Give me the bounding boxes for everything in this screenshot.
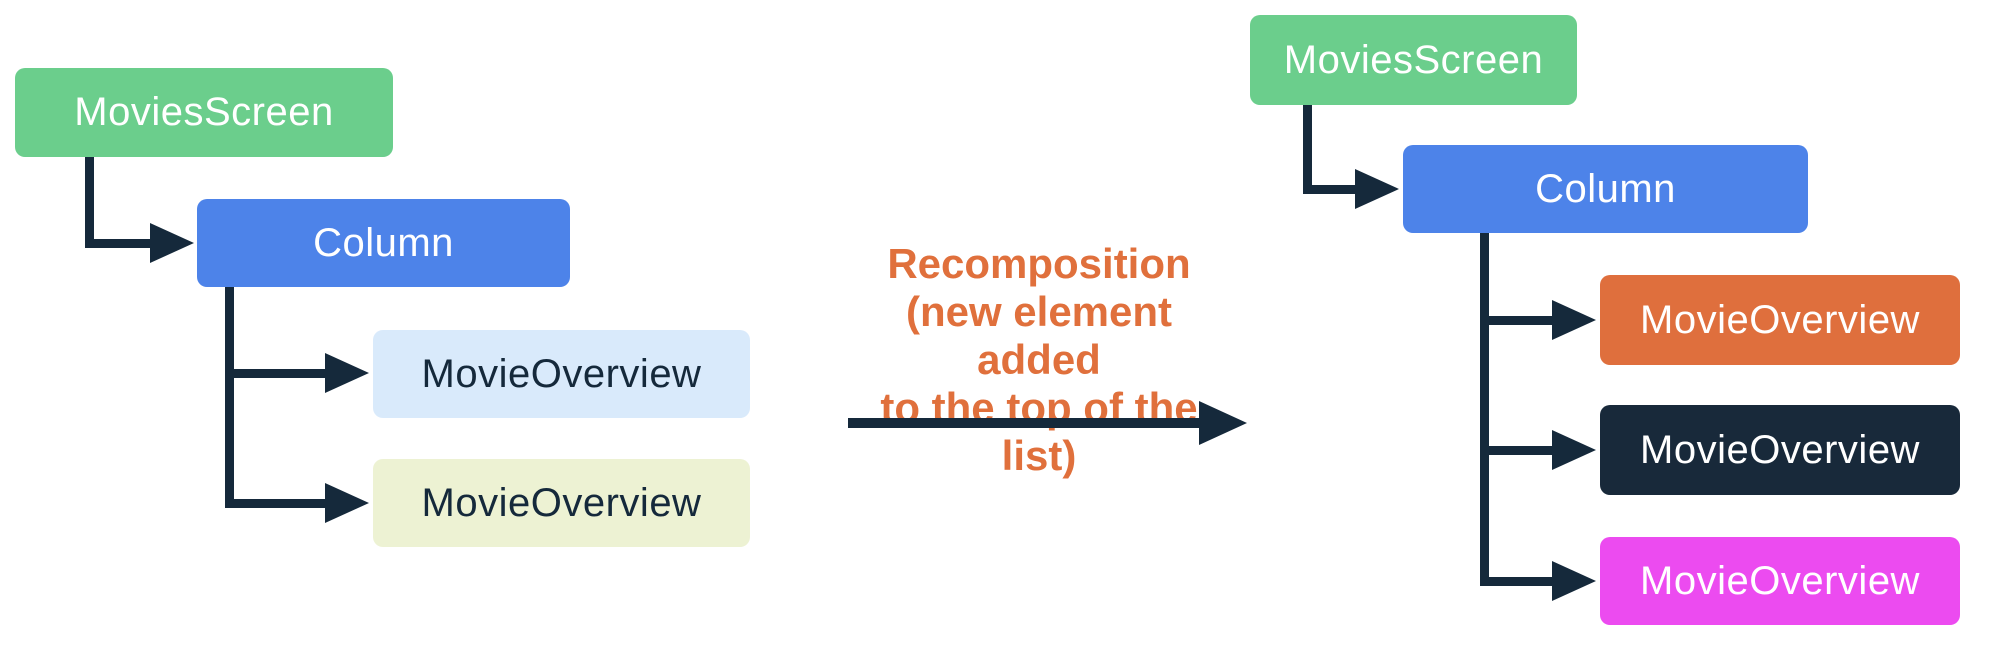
- left-connector-branch2-arrowhead: [325, 483, 369, 523]
- left-connector-trunk: [225, 287, 234, 507]
- right-node-movieoverview-3: MovieOverview: [1600, 537, 1960, 625]
- right-connector-branch3: [1480, 577, 1552, 586]
- right-connector-root-vertical: [1303, 105, 1312, 193]
- left-node-moviesscreen: MoviesScreen: [15, 68, 393, 157]
- right-node-moviesscreen: MoviesScreen: [1250, 15, 1577, 105]
- left-connector-branch2: [225, 499, 325, 508]
- recomposition-arrow: [848, 418, 1204, 428]
- recomposition-arrow-head: [1199, 401, 1247, 445]
- left-connector-branch1-arrowhead: [325, 353, 369, 393]
- right-node-column: Column: [1403, 145, 1808, 233]
- right-node-movieoverview-new: MovieOverview: [1600, 275, 1960, 365]
- right-connector-branch3-arrowhead: [1552, 561, 1596, 601]
- caption-line-2: (new element added: [905, 288, 1173, 383]
- left-connector-root-arrowhead: [150, 223, 194, 263]
- left-node-column: Column: [197, 199, 570, 287]
- left-connector-root-vertical: [85, 157, 94, 247]
- left-node-movieoverview-2: MovieOverview: [373, 459, 750, 547]
- right-connector-root-horizontal: [1303, 185, 1356, 194]
- right-connector-branch2-arrowhead: [1552, 430, 1596, 470]
- right-connector-branch1-arrowhead: [1552, 300, 1596, 340]
- caption-line-1: Recomposition: [887, 240, 1191, 287]
- right-connector-trunk: [1480, 233, 1489, 586]
- right-connector-root-arrowhead: [1355, 169, 1399, 209]
- right-connector-branch2: [1480, 446, 1552, 455]
- left-node-movieoverview-1: MovieOverview: [373, 330, 750, 418]
- right-node-movieoverview-2: MovieOverview: [1600, 405, 1960, 495]
- left-connector-branch1: [225, 369, 325, 378]
- caption-line-3: to the top of the list): [880, 384, 1198, 479]
- recomposition-caption: Recomposition (new element added to the …: [839, 240, 1239, 480]
- left-connector-root-horizontal: [85, 239, 151, 248]
- right-connector-branch1: [1480, 316, 1552, 325]
